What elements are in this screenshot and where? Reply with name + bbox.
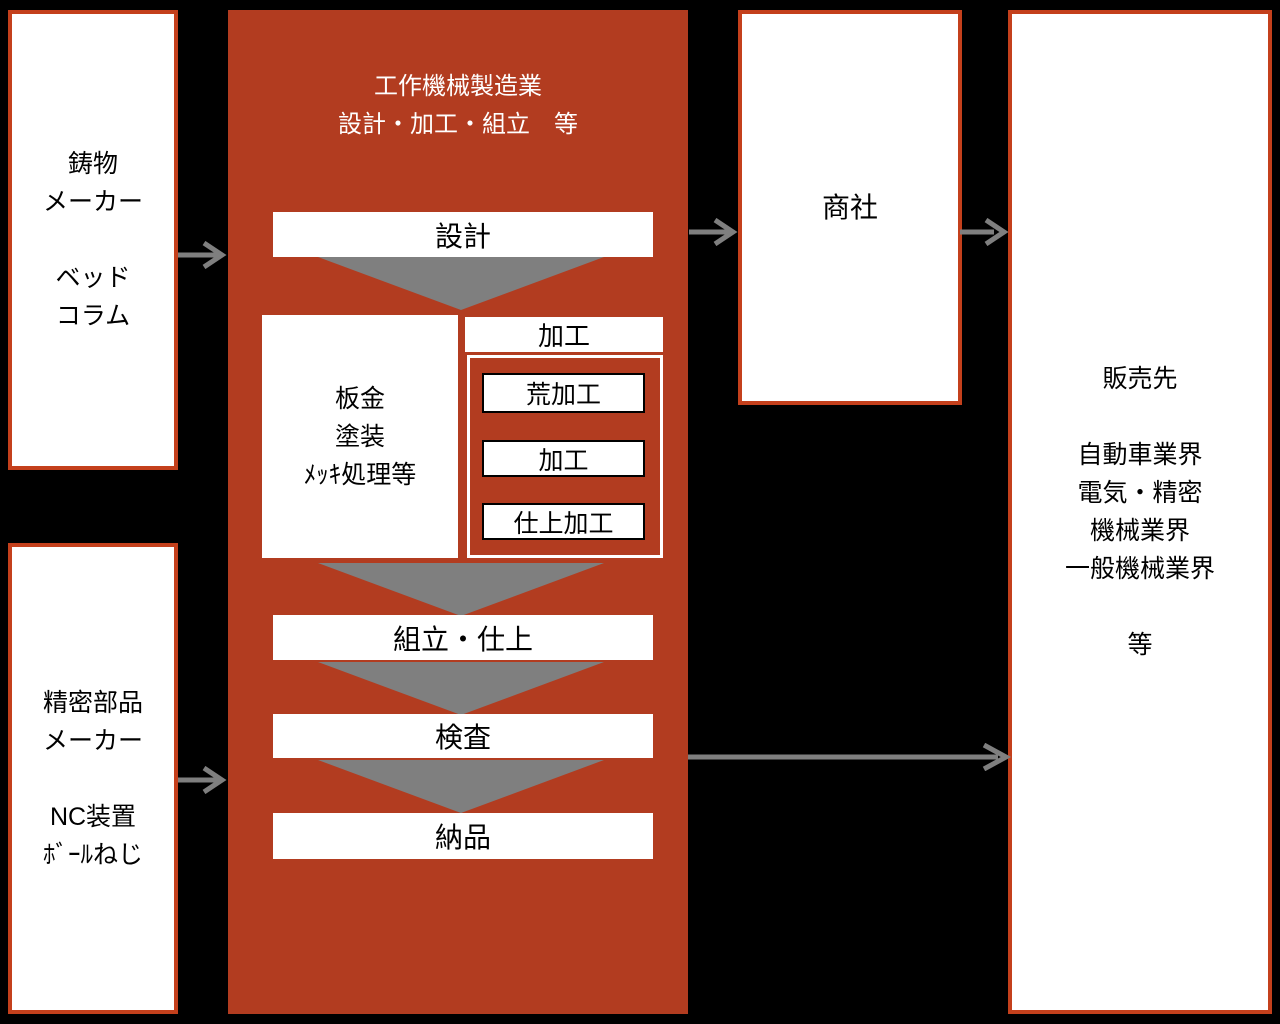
spacer-line — [1012, 398, 1268, 436]
box-text-line: メーカー — [42, 188, 143, 216]
flow-down-arrow-icon — [318, 257, 604, 310]
box-text-line: 塗装 — [334, 422, 385, 451]
arrow-trading-to-sales-icon — [960, 218, 1008, 246]
flow-down-arrow-icon — [318, 662, 604, 715]
box-text-line: 販売先 — [1102, 365, 1178, 393]
flow-down-arrow-icon — [318, 563, 604, 616]
spacer-line — [12, 221, 174, 259]
box-text-line: 等 — [1127, 631, 1153, 659]
machining-substeps-container: 荒加工 加工 仕上加工 — [467, 355, 663, 558]
panel-title-line: 設計・加工・組立 等 — [338, 111, 578, 138]
machining-label-box: 加工 — [465, 317, 663, 352]
precision-parts-maker-box: 精密部品 メーカー NC装置 ﾎﾞｰﾙねじ — [8, 543, 178, 1014]
box-text-line: コラム — [55, 302, 131, 330]
box-text-line: 精密部品 — [42, 688, 143, 717]
box-text-line: 機械業界 — [1089, 517, 1190, 545]
box-text-line: メーカー — [42, 726, 143, 755]
box-text-line: 商社 — [821, 191, 878, 223]
arrow-precision-to-manufacturer-icon — [178, 766, 227, 794]
trading-company-box: 商社 — [738, 10, 962, 405]
machining-step-box: 加工 — [482, 440, 645, 477]
box-text-line: NC装置 — [49, 802, 137, 831]
box-text-line: 板金 — [334, 384, 385, 413]
box-text-line: 電気・精密 — [1077, 479, 1203, 507]
arrow-casting-to-manufacturer-icon — [178, 241, 227, 269]
arrow-manufacturer-to-trading-icon — [689, 218, 738, 246]
box-text-line: 自動車業界 — [1077, 441, 1203, 469]
casting-maker-box: 鋳物 メーカー ベッド コラム — [8, 10, 178, 470]
machine-tool-manufacturing-panel: 工作機械製造業 設計・加工・組立 等 設計 板金 塗装 ﾒｯｷ処理等 加工 荒加… — [228, 10, 688, 1014]
box-text-line: ﾒｯｷ処理等 — [303, 460, 417, 489]
spacer-line — [1012, 588, 1268, 626]
design-step-box: 設計 — [273, 212, 653, 257]
box-text-line: ﾎﾞｰﾙねじ — [42, 840, 143, 869]
assembly-finishing-step-box: 組立・仕上 — [273, 615, 653, 660]
delivery-step-box: 納品 — [273, 813, 653, 859]
box-text-line: 鋳物 — [67, 150, 118, 178]
box-text-line: ベッド — [55, 264, 131, 292]
rough-machining-step-box: 荒加工 — [482, 373, 645, 413]
box-text-line: 一般機械業界 — [1064, 555, 1215, 583]
spacer-line — [12, 760, 174, 798]
panel-title: 工作機械製造業 設計・加工・組立 等 — [228, 68, 688, 144]
sales-destination-box: 販売先 自動車業界 電気・精密 機械業界 一般機械業界 等 — [1008, 10, 1272, 1014]
arrow-manufacturer-to-sales-icon — [688, 743, 1012, 771]
inspection-step-box: 検査 — [273, 714, 653, 758]
flow-down-arrow-icon — [318, 760, 604, 813]
finish-machining-step-box: 仕上加工 — [482, 503, 645, 540]
sheetmetal-painting-plating-box: 板金 塗装 ﾒｯｷ処理等 — [262, 315, 458, 558]
panel-title-line: 工作機械製造業 — [374, 73, 542, 100]
